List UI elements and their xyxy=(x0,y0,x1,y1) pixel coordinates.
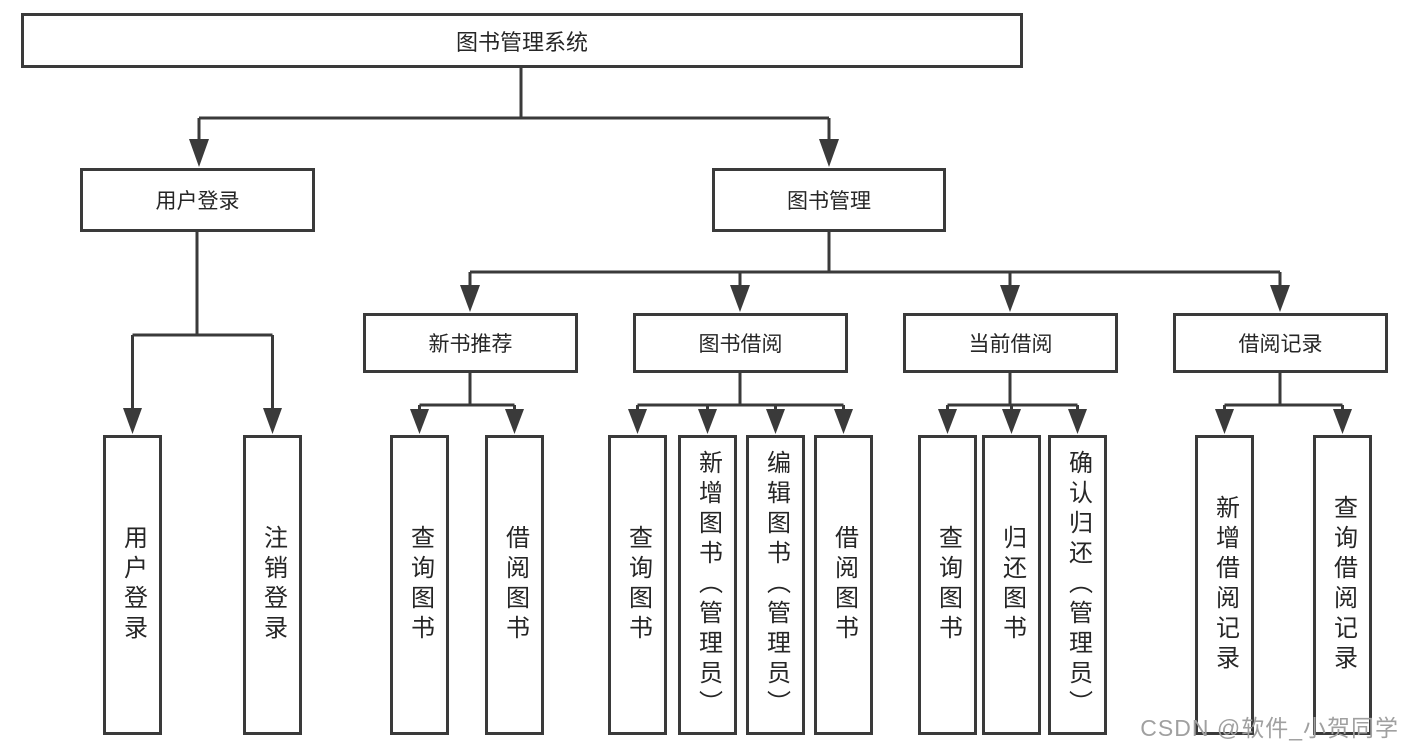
leaf-query-books-3: 查询图书 xyxy=(918,435,977,735)
leaf-user-login-label: 用户登录 xyxy=(119,525,147,645)
node-borrow-records-label: 借阅记录 xyxy=(1238,333,1323,356)
node-book-borrow: 图书借阅 xyxy=(633,313,848,373)
node-book-management: 图书管理 xyxy=(712,168,946,232)
leaf-query-books-1: 查询图书 xyxy=(390,435,449,735)
leaf-logout-label: 注销登录 xyxy=(259,525,287,645)
leaf-query-books-1-label: 查询图书 xyxy=(406,525,434,645)
leaf-borrow-books-2: 借阅图书 xyxy=(814,435,873,735)
node-book-management-label: 图书管理 xyxy=(787,190,871,213)
leaf-confirm-return-admin: 确认归还（管理员） xyxy=(1048,435,1107,735)
leaf-query-borrow-record-label: 查询借阅记录 xyxy=(1329,495,1357,675)
node-book-borrow-label: 图书借阅 xyxy=(698,333,783,356)
node-root-label: 图书管理系统 xyxy=(455,29,588,55)
leaf-return-books: 归还图书 xyxy=(982,435,1041,735)
node-user-login-label: 用户登录 xyxy=(155,190,240,213)
leaf-query-books-2-label: 查询图书 xyxy=(624,525,652,645)
leaf-add-books-admin-label: 新增图书（管理员） xyxy=(694,450,722,720)
node-user-login: 用户登录 xyxy=(80,168,315,232)
node-borrow-records: 借阅记录 xyxy=(1173,313,1388,373)
leaf-borrow-books-1-label: 借阅图书 xyxy=(501,525,529,645)
leaf-query-books-3-label: 查询图书 xyxy=(934,525,962,645)
leaf-query-borrow-record: 查询借阅记录 xyxy=(1313,435,1372,735)
leaf-query-books-2: 查询图书 xyxy=(608,435,667,735)
leaf-confirm-return-admin-label: 确认归还（管理员） xyxy=(1064,450,1092,720)
leaf-add-borrow-record: 新增借阅记录 xyxy=(1195,435,1254,735)
csdn-watermark: CSDN @软件_小贺同学 xyxy=(1140,715,1399,741)
leaf-borrow-books-1: 借阅图书 xyxy=(485,435,544,735)
leaf-add-books-admin: 新增图书（管理员） xyxy=(678,435,737,735)
node-current-borrow: 当前借阅 xyxy=(903,313,1118,373)
node-current-borrow-label: 当前借阅 xyxy=(968,333,1053,356)
node-new-book-recommend: 新书推荐 xyxy=(363,313,578,373)
node-new-book-recommend-label: 新书推荐 xyxy=(428,333,513,356)
leaf-return-books-label: 归还图书 xyxy=(998,525,1026,645)
leaf-user-login: 用户登录 xyxy=(103,435,162,735)
node-root: 图书管理系统 xyxy=(21,13,1023,68)
leaf-logout: 注销登录 xyxy=(243,435,302,735)
leaf-add-borrow-record-label: 新增借阅记录 xyxy=(1211,495,1239,675)
leaf-borrow-books-2-label: 借阅图书 xyxy=(830,525,858,645)
leaf-edit-books-admin: 编辑图书（管理员） xyxy=(746,435,805,735)
leaf-edit-books-admin-label: 编辑图书（管理员） xyxy=(762,450,790,720)
